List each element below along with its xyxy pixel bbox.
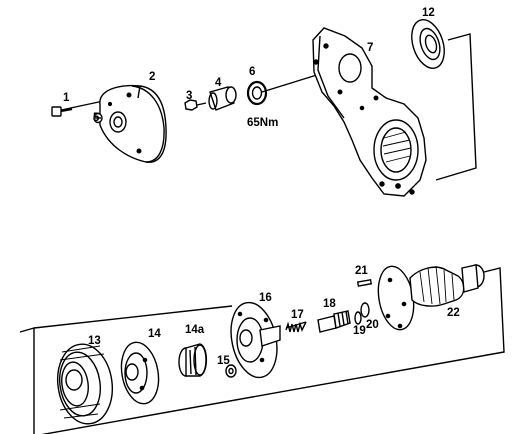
torque-annotation: 65Nm bbox=[247, 117, 278, 129]
callout-15: 15 bbox=[217, 355, 230, 367]
part-22-crankshaft bbox=[377, 264, 485, 331]
part-17-spring bbox=[285, 321, 307, 333]
part-7-housing-plate bbox=[312, 27, 427, 197]
callout-4: 4 bbox=[215, 77, 222, 89]
part-20-ring bbox=[360, 302, 370, 318]
lower-frame-right bbox=[41, 267, 505, 434]
callout-14a: 14a bbox=[185, 324, 205, 336]
part-1-bolt bbox=[51, 106, 73, 117]
lower-frame-left bbox=[19, 327, 35, 434]
part-13-pulley bbox=[56, 343, 114, 425]
part-15-nut bbox=[225, 364, 237, 378]
callout-12: 12 bbox=[422, 7, 435, 19]
part-21-key bbox=[356, 279, 373, 287]
callout-22: 22 bbox=[447, 307, 460, 319]
callout-19: 19 bbox=[353, 325, 366, 337]
part-6-seal-ring bbox=[246, 80, 268, 106]
callout-3: 3 bbox=[186, 90, 192, 102]
callout-14: 14 bbox=[148, 328, 161, 340]
callout-21: 21 bbox=[355, 265, 368, 277]
part-5-screw bbox=[93, 112, 103, 124]
callout-16: 16 bbox=[259, 292, 272, 304]
upper-frame-line bbox=[435, 33, 477, 181]
callout-6: 6 bbox=[249, 66, 255, 78]
part-19-washer bbox=[354, 311, 362, 325]
upper-axis-line bbox=[261, 73, 321, 93]
callout-13: 13 bbox=[88, 335, 101, 347]
part-18-threaded-shaft bbox=[317, 310, 351, 333]
part-4-sleeve bbox=[208, 86, 237, 111]
callout-18: 18 bbox=[323, 298, 336, 310]
callout-2: 2 bbox=[149, 71, 155, 83]
lower-frame-top bbox=[33, 305, 233, 329]
part-16-flange bbox=[230, 301, 281, 379]
callout-17: 17 bbox=[291, 309, 304, 321]
part-3-nut bbox=[184, 99, 207, 111]
part-2-cover-housing bbox=[99, 84, 167, 163]
callout-5: 5 bbox=[93, 112, 100, 124]
part-12-seal bbox=[411, 19, 445, 69]
part-14a-spring-sleeve bbox=[178, 343, 208, 377]
callout-1: 1 bbox=[63, 92, 70, 104]
callout-7: 7 bbox=[367, 42, 373, 54]
part-14-hub-disc bbox=[120, 341, 160, 405]
callout-20: 20 bbox=[366, 319, 379, 331]
